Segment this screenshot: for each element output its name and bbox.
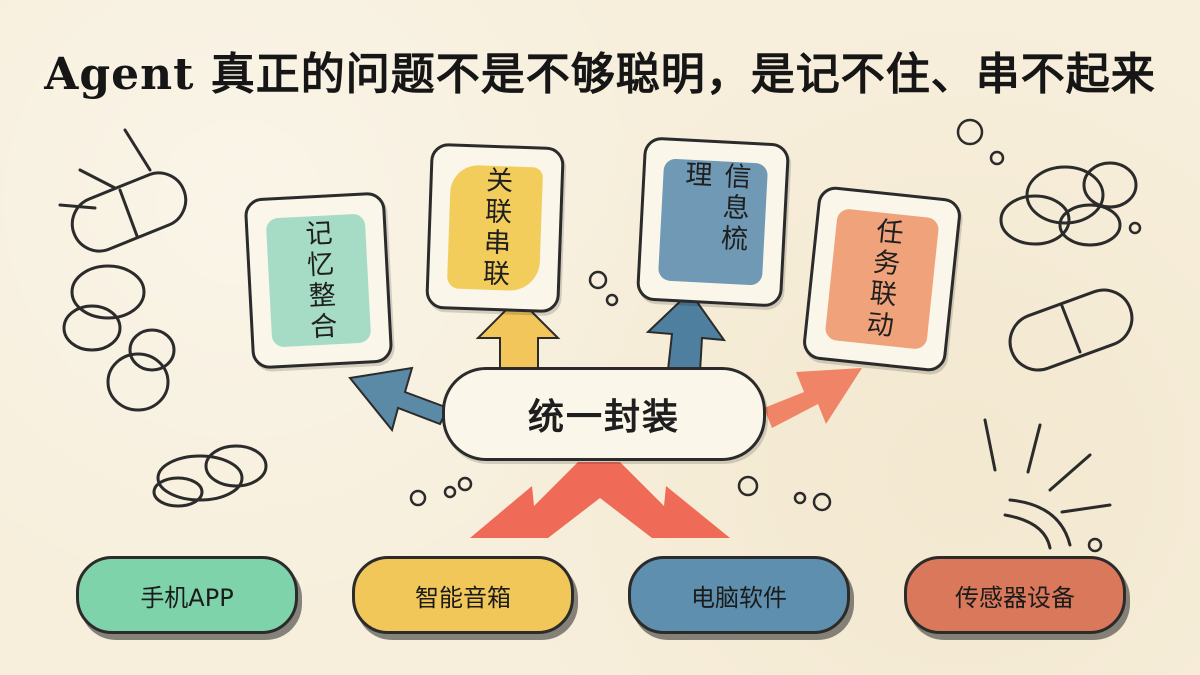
doodle-cloud-top-right	[999, 161, 1138, 247]
doodle-bubbles	[409, 118, 1142, 553]
doodle-sparkle-top-left	[58, 128, 152, 210]
device-label-phone-app: 手机APP	[140, 583, 234, 612]
capability-fill-memory: 记忆整合	[265, 213, 372, 348]
device-computer-software: 电脑软件	[628, 556, 850, 634]
capability-label-association: 关联串联	[477, 165, 513, 291]
device-label-computer-software: 电脑软件	[691, 583, 787, 612]
doodle-pill-top-left	[70, 171, 188, 253]
capability-card-information: 信息梳理	[635, 136, 791, 308]
page-title: Agent 真正的问题不是不够聪明，是记不住、串不起来	[44, 49, 1156, 100]
doodle-sparkle-bottom-right	[983, 418, 1112, 550]
arrow-to-memory	[348, 366, 450, 433]
doodle-cloud-left	[62, 264, 176, 412]
device-label-smart-speaker: 智能音箱	[415, 583, 511, 612]
device-sensor: 传感器设备	[904, 556, 1126, 634]
device-phone-app: 手机APP	[76, 556, 298, 634]
doodle-cloud-bottom-left	[152, 444, 268, 508]
hub-label: 统一封装	[527, 397, 680, 438]
device-label-sensor: 传感器设备	[955, 583, 1075, 612]
doodle-pill-right	[1008, 288, 1134, 372]
capability-fill-task: 任务联动	[824, 208, 940, 350]
capability-label-memory: 记忆整合	[299, 217, 338, 344]
hub-unified-encapsulation: 统一封装	[442, 367, 766, 461]
device-smart-speaker: 智能音箱	[352, 556, 574, 634]
arrow-to-information	[645, 290, 727, 374]
capability-label-task: 任务联动	[860, 215, 904, 343]
arrow-to-association	[475, 296, 561, 373]
capability-label-information: 信息梳理	[679, 159, 752, 256]
capability-fill-association: 关联串联	[446, 164, 544, 292]
capability-fill-information: 信息梳理	[657, 158, 769, 286]
capability-card-association: 关联串联	[425, 142, 565, 314]
arrow-devices-to-hub	[470, 462, 730, 538]
capability-card-memory: 记忆整合	[243, 191, 394, 370]
arrow-to-task	[764, 368, 862, 428]
capability-card-task: 任务联动	[801, 184, 963, 374]
